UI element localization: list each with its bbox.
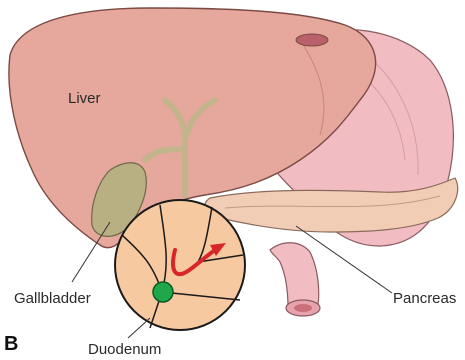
gallstone [153,282,173,302]
gallbladder-label: Gallbladder [14,290,91,307]
duodenum-leader [128,318,150,338]
pancreas-label: Pancreas [393,290,456,307]
liver-label: Liver [68,90,101,107]
duodenum [270,243,319,308]
panel-label: B [4,333,18,355]
esophagus-opening [296,34,328,46]
duodenum-label: Duodenum [88,341,161,358]
duodenum-lumen [294,304,312,312]
inset-circle [115,200,245,330]
